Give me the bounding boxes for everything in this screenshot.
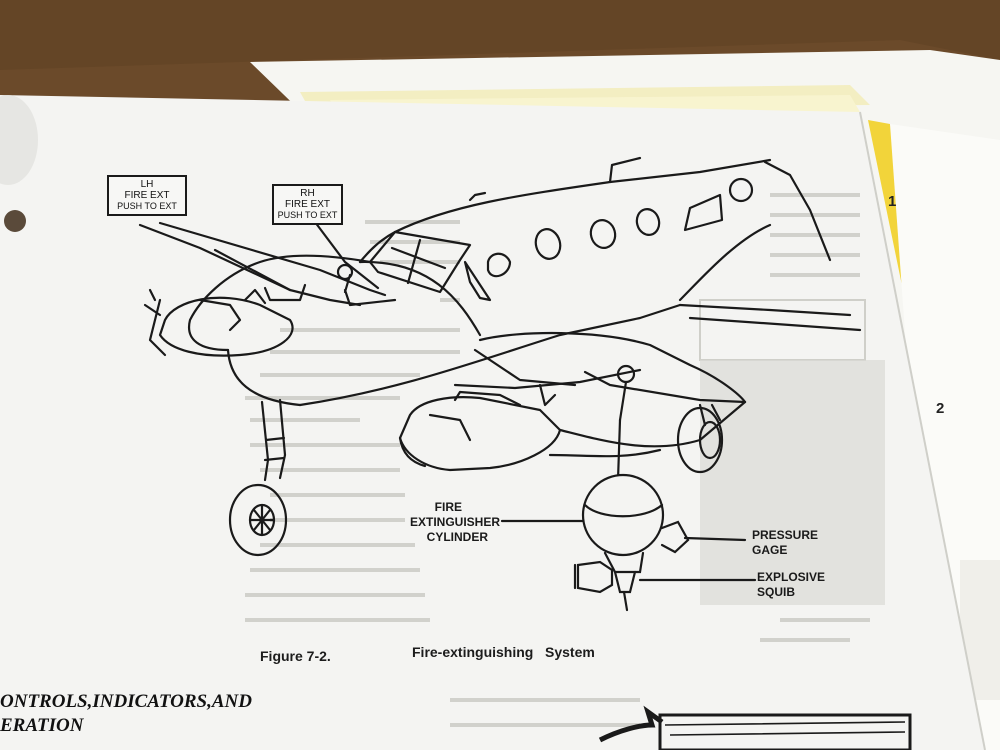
- lh-panel-line1: LH: [140, 179, 154, 190]
- section-heading: ONTROLS,INDICATORS,AND ERATION: [0, 690, 252, 738]
- lh-fire-ext-panel: LH FIRE EXT PUSH TO EXT: [107, 175, 187, 216]
- left-wheel: [228, 483, 288, 557]
- lh-panel-line3: PUSH TO EXT: [117, 201, 177, 211]
- explosive-squib-label: EXPLOSIVE SQUIB: [757, 570, 825, 600]
- rh-panel-line1: RH: [300, 188, 315, 199]
- cabin-window: [486, 252, 512, 278]
- extinguisher-cylinder-shape: [581, 473, 665, 557]
- gage-label-line2: GAGE: [752, 543, 788, 557]
- yellow-tab-number: 1: [888, 193, 897, 210]
- rh-panel-line3: PUSH TO EXT: [277, 210, 338, 220]
- figure-number: Figure 7-2.: [260, 648, 331, 664]
- right-engine-nacelle: [398, 396, 562, 472]
- right-wheel: [676, 406, 724, 474]
- squib-body: [576, 560, 614, 594]
- aircraft-nose: [187, 254, 372, 352]
- aircraft-illustration: [138, 156, 862, 557]
- binder-hole: [4, 210, 26, 232]
- cylinder-label-line1: FIRE: [434, 500, 462, 514]
- fire-extinguisher-cylinder-label: FIRE EXTINGUISHER CYLINDER: [395, 500, 500, 545]
- pressure-gage-label: PRESSURE GAGE: [752, 528, 818, 558]
- gage-label-line1: PRESSURE: [752, 528, 819, 542]
- figure-title: Fire-extinguishing System: [412, 644, 595, 660]
- fuselage-outline: [393, 158, 772, 234]
- rh-fire-ext-panel: RH FIRE EXT PUSH TO EXT: [272, 184, 343, 225]
- left-landing-gear: [260, 398, 287, 482]
- cabin-window: [728, 177, 754, 203]
- squib-label-line2: SQUIB: [757, 585, 796, 599]
- extinguisher-assembly: [500, 418, 757, 612]
- bleed-through-text: [245, 193, 870, 727]
- cabin-window: [589, 219, 617, 249]
- cylinder-label-line2: EXTINGUISHER: [409, 515, 500, 529]
- cabin-window: [534, 228, 562, 260]
- pressure-gage-shape: [660, 520, 690, 554]
- heading-line1: ONTROLS,INDICATORS,AND: [0, 691, 252, 712]
- bottom-illustration: [658, 713, 912, 750]
- cylinder-label-line3: CYLINDER: [426, 530, 488, 544]
- red-tab-number: 2: [936, 400, 945, 417]
- lh-panel-line2: FIRE EXT: [124, 190, 170, 201]
- cabin-window: [635, 208, 661, 236]
- squib-label-line1: EXPLOSIVE: [757, 570, 826, 584]
- heading-line2: ERATION: [0, 715, 84, 736]
- right-wing: [478, 331, 747, 404]
- rh-panel-line2: FIRE EXT: [284, 199, 330, 210]
- bottom-arrow: [598, 705, 664, 743]
